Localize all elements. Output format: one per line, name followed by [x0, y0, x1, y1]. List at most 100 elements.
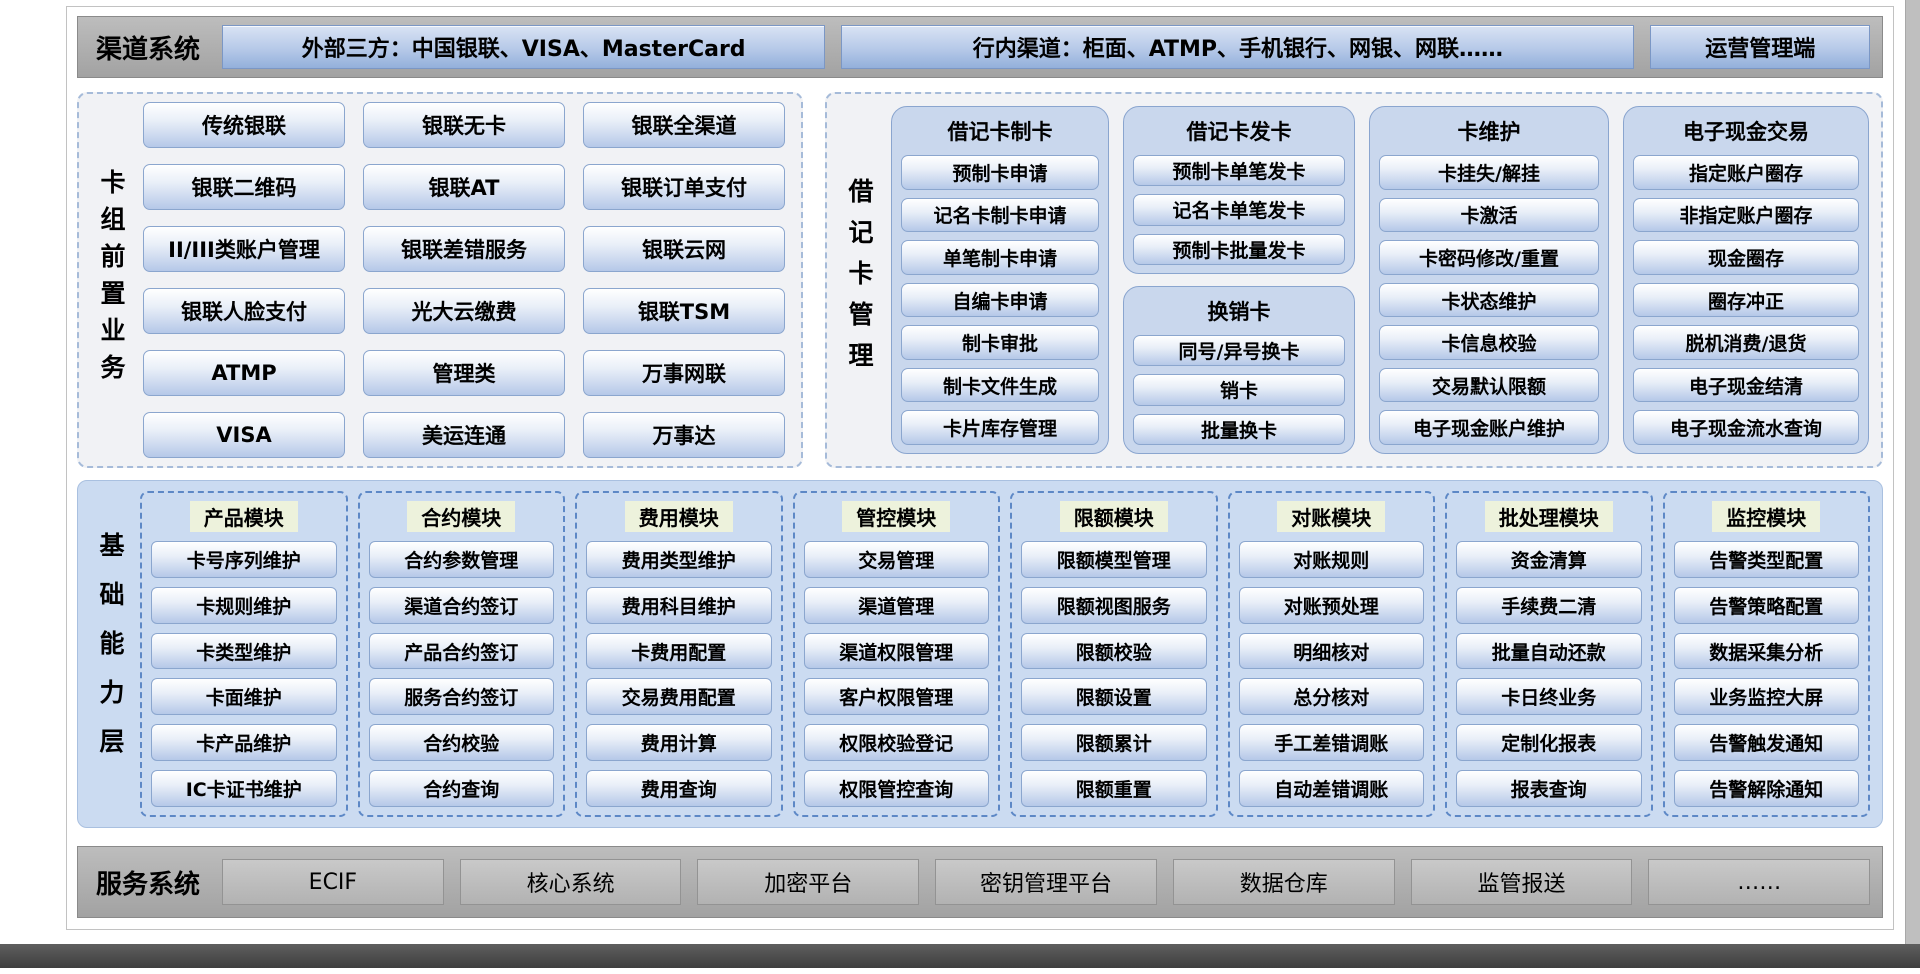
bottom-edge-bar	[0, 944, 1920, 968]
scrollbar[interactable]	[1905, 0, 1920, 944]
service-item: ECIF	[222, 859, 444, 905]
module-item: 合约查询	[368, 770, 554, 807]
module-title: 监控模块	[1712, 501, 1821, 532]
card-front-label: 卡组前置业务	[97, 169, 126, 391]
front-item: 美运连通	[363, 412, 565, 458]
debit-item: 预制卡批量发卡	[1133, 233, 1345, 265]
debit-item: 卡信息校验	[1379, 325, 1599, 360]
module-item: 对账预处理	[1238, 586, 1424, 624]
module-item: 费用计算	[586, 724, 772, 762]
channel-ops-terminal-box: 运营管理端	[1650, 25, 1870, 69]
module-item: 服务合约签订	[368, 678, 554, 716]
module-item: 报表查询	[1456, 770, 1642, 807]
debit-item: 指定账户圈存	[1633, 155, 1859, 190]
debit-card-columns: 借记卡制卡 预制卡申请 记名卡制卡申请 单笔制卡申请 自编卡申请 制卡审批 制卡…	[885, 104, 1871, 456]
front-item: 万事网联	[583, 350, 785, 396]
module-item: 交易费用配置	[586, 678, 772, 716]
debit-item: 卡状态维护	[1379, 282, 1599, 318]
module-item: 告警策略配置	[1673, 586, 1859, 624]
debit-box-card-issuing: 借记卡发卡 预制卡单笔发卡 记名卡单笔发卡 预制卡批量发卡	[1123, 106, 1355, 274]
front-item: 银联AT	[363, 164, 565, 210]
debit-card-label: 借记卡管理	[845, 177, 874, 383]
module-item: 告警类型配置	[1673, 541, 1859, 578]
front-item: 银联云网	[583, 226, 785, 272]
module-fee: 费用模块 费用类型维护 费用科目维护 卡费用配置 交易费用配置 费用计算 费用查…	[575, 491, 783, 817]
module-item: 合约参数管理	[368, 541, 554, 578]
mid-section: 卡组前置业务 传统银联 银联无卡 银联全渠道 银联二维码 银联AT 银联订单支付…	[77, 92, 1883, 468]
module-item: 权限管控查询	[803, 770, 989, 807]
module-title: 费用模块	[624, 501, 733, 532]
debit-item: 销卡	[1133, 374, 1345, 406]
debit-item: 卡片库存管理	[901, 410, 1099, 446]
channel-system-label: 渠道系统	[96, 34, 201, 65]
module-contract: 合约模块 合约参数管理 渠道合约签订 产品合约签订 服务合约签订 合约校验 合约…	[357, 491, 565, 817]
module-title: 批处理模块	[1484, 501, 1613, 532]
debit-box-title: 电子现金交易	[1683, 120, 1809, 144]
module-title: 限额模块	[1059, 501, 1168, 532]
module-item: 对账规则	[1238, 541, 1424, 578]
channel-system-bar: 渠道系统 外部三方：中国银联、VISA、MasterCard 行内渠道：柜面、A…	[77, 16, 1883, 78]
debit-item: 制卡文件生成	[901, 367, 1099, 403]
debit-box-title: 借记卡制卡	[947, 120, 1053, 144]
debit-item: 自编卡申请	[901, 282, 1099, 318]
module-item: 限额累计	[1021, 724, 1207, 762]
module-item: 卡规则维护	[151, 586, 337, 624]
architecture-diagram: 渠道系统 外部三方：中国银联、VISA、MasterCard 行内渠道：柜面、A…	[66, 6, 1894, 930]
front-item: 银联二维码	[143, 164, 345, 210]
module-item: 数据采集分析	[1673, 632, 1859, 670]
module-item: 卡号序列维护	[151, 541, 337, 578]
module-item: 业务监控大屏	[1673, 678, 1859, 716]
debit-card-panel: 借记卡管理 借记卡制卡 预制卡申请 记名卡制卡申请 单笔制卡申请 自编卡申请 制…	[825, 92, 1883, 468]
front-item: 银联订单支付	[583, 164, 785, 210]
front-item: 银联差错服务	[363, 226, 565, 272]
front-item: 管理类	[363, 350, 565, 396]
module-item: 渠道合约签订	[368, 586, 554, 624]
module-item: 限额校验	[1021, 632, 1207, 670]
debit-box-title: 卡维护	[1457, 120, 1521, 144]
service-item: ……	[1648, 859, 1871, 905]
module-title: 管控模块	[842, 501, 951, 532]
debit-item: 预制卡单笔发卡	[1133, 155, 1345, 187]
module-batch: 批处理模块 资金清算 手续费二清 批量自动还款 卡日终业务 定制化报表 报表查询	[1445, 491, 1653, 817]
debit-col-ecash: 电子现金交易 指定账户圈存 非指定账户圈存 现金圈存 圈存冲正 脱机消费/退货 …	[1623, 106, 1869, 454]
module-control: 管控模块 交易管理 渠道管理 渠道权限管理 客户权限管理 权限校验登记 权限管控…	[792, 491, 1000, 817]
module-item: 总分核对	[1238, 678, 1424, 716]
front-item: 银联无卡	[363, 102, 565, 148]
debit-col-card-making: 借记卡制卡 预制卡申请 记名卡制卡申请 单笔制卡申请 自编卡申请 制卡审批 制卡…	[891, 106, 1109, 454]
debit-item: 卡挂失/解挂	[1379, 155, 1599, 190]
module-item: 手工差错调账	[1238, 724, 1424, 762]
module-item: 自动差错调账	[1238, 770, 1424, 807]
module-item: IC卡证书维护	[151, 770, 337, 807]
module-item: 限额模型管理	[1021, 541, 1207, 578]
module-monitor: 监控模块 告警类型配置 告警策略配置 数据采集分析 业务监控大屏 告警触发通知 …	[1662, 491, 1870, 817]
debit-col-card-maintenance: 卡维护 卡挂失/解挂 卡激活 卡密码修改/重置 卡状态维护 卡信息校验 交易默认…	[1369, 106, 1609, 454]
front-item: 传统银联	[143, 102, 345, 148]
module-item: 费用科目维护	[586, 586, 772, 624]
debit-box-title: 借记卡发卡	[1186, 120, 1292, 144]
debit-item: 交易默认限额	[1379, 367, 1599, 403]
debit-box-card-maintenance: 卡维护 卡挂失/解挂 卡激活 卡密码修改/重置 卡状态维护 卡信息校验 交易默认…	[1369, 106, 1609, 454]
module-item: 渠道权限管理	[803, 632, 989, 670]
debit-item: 预制卡申请	[901, 155, 1099, 190]
module-limit: 限额模块 限额模型管理 限额视图服务 限额校验 限额设置 限额累计 限额重置	[1010, 491, 1218, 817]
front-item: 银联TSM	[583, 288, 785, 334]
module-item: 费用查询	[586, 770, 772, 807]
module-product: 产品模块 卡号序列维护 卡规则维护 卡类型维护 卡面维护 卡产品维护 IC卡证书…	[140, 491, 348, 817]
service-item: 密钥管理平台	[935, 859, 1157, 905]
module-item: 渠道管理	[803, 586, 989, 624]
module-item: 费用类型维护	[586, 541, 772, 578]
service-item: 加密平台	[697, 859, 920, 905]
debit-item: 同号/异号换卡	[1133, 335, 1345, 367]
module-item: 定制化报表	[1456, 724, 1642, 762]
debit-item: 脱机消费/退货	[1633, 325, 1859, 360]
module-item: 客户权限管理	[803, 678, 989, 716]
debit-item: 电子现金结清	[1633, 367, 1859, 403]
capability-layer: 基础能力层 产品模块 卡号序列维护 卡规则维护 卡类型维护 卡面维护 卡产品维护…	[77, 480, 1883, 828]
module-item: 权限校验登记	[803, 724, 989, 762]
module-item: 产品合约签订	[368, 632, 554, 670]
module-item: 批量自动还款	[1456, 632, 1642, 670]
service-item: 监管报送	[1410, 859, 1633, 905]
module-reconciliation: 对账模块 对账规则 对账预处理 明细核对 总分核对 手工差错调账 自动差错调账	[1227, 491, 1435, 817]
front-item: VISA	[143, 412, 345, 458]
